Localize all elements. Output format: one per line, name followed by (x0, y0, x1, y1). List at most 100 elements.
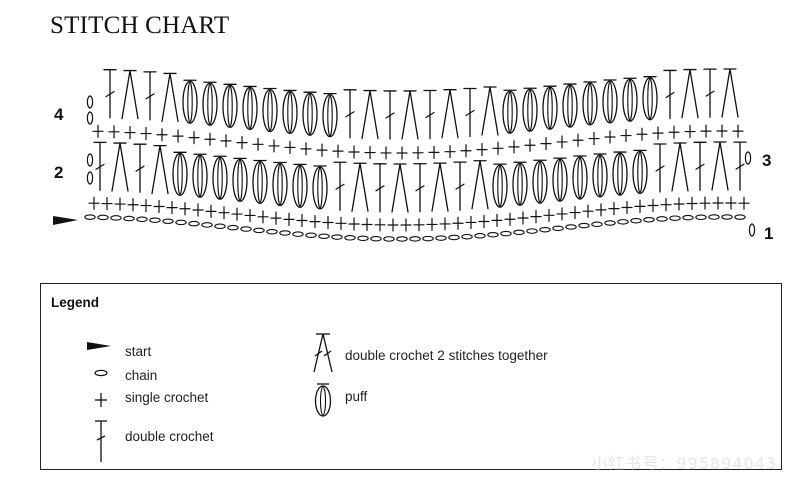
chain-icon (487, 231, 499, 238)
puff-icon (492, 163, 508, 208)
dc2tog-icon (671, 142, 689, 192)
single-crochet-icon (621, 200, 633, 215)
single-crochet-icon (270, 211, 282, 225)
single-crochet-icon (540, 137, 552, 151)
dc2tog-icon (161, 72, 179, 123)
dc2tog-icon (441, 89, 459, 139)
single-crochet-icon (452, 216, 464, 230)
single-crochet-icon (668, 125, 680, 139)
puff-icon (182, 79, 198, 124)
dc2tog-icon (721, 68, 739, 118)
dc2tog-icon (121, 69, 139, 120)
single-crochet-icon (725, 196, 737, 210)
single-crochet-icon (140, 126, 152, 141)
dc2tog-icon (361, 89, 379, 140)
turning-chain-icon (86, 153, 94, 167)
single-crochet-icon (465, 215, 477, 230)
chain-icon (591, 221, 603, 228)
single-crochet-icon (114, 197, 126, 211)
dc2tog-icon (711, 141, 729, 191)
double-crochet-icon (93, 141, 107, 192)
chain-icon (500, 230, 512, 237)
chain-icon (396, 236, 408, 242)
single-crochet-icon (244, 208, 256, 223)
chain-icon (266, 228, 278, 235)
puff-icon (612, 151, 628, 196)
puff-icon (222, 83, 238, 128)
single-crochet-icon (166, 200, 178, 215)
single-crochet-icon (400, 218, 412, 232)
single-crochet-icon (684, 124, 696, 139)
puff-icon (172, 151, 188, 196)
chain-icon (292, 231, 304, 237)
single-crochet-icon (712, 196, 724, 210)
puff-icon (252, 159, 268, 205)
single-crochet-icon (492, 141, 504, 155)
single-crochet-icon (205, 204, 217, 218)
single-crochet-icon (426, 217, 438, 232)
chain-icon (604, 220, 616, 226)
chain-icon (279, 230, 291, 236)
puff-icon (314, 383, 332, 417)
chain-icon (682, 214, 694, 221)
double-crochet-icon (383, 90, 397, 140)
double-crochet-icon (663, 69, 677, 120)
single-crochet-icon (124, 125, 136, 140)
single-crochet-icon (508, 140, 520, 154)
double-crochet-icon (95, 420, 107, 462)
single-crochet-icon (268, 139, 280, 153)
turning-chain-icon (86, 111, 94, 125)
puff-icon (642, 76, 658, 121)
single-crochet-icon (92, 124, 104, 138)
legend-start-label: start (125, 344, 152, 359)
single-crochet-icon (604, 130, 616, 144)
puff-icon (542, 85, 558, 130)
single-crochet-icon (517, 211, 529, 225)
double-crochet-icon (693, 141, 707, 191)
single-crochet-icon (700, 124, 712, 138)
chain-icon (643, 216, 655, 223)
chain-icon (578, 222, 590, 229)
chain-icon (565, 224, 577, 230)
chain-icon (461, 233, 473, 240)
puff-icon (532, 159, 548, 204)
single-crochet-icon (660, 198, 672, 212)
single-crochet-icon (572, 133, 584, 147)
single-crochet-icon (491, 213, 503, 228)
single-crochet-icon (608, 202, 620, 216)
row-number-2: 2 (54, 163, 63, 182)
double-crochet-icon (423, 89, 437, 140)
single-crochet-icon (322, 215, 334, 230)
single-crochet-icon (699, 196, 711, 210)
legend-puff-label: puff (345, 389, 368, 404)
turning-chain-icon (744, 151, 752, 165)
single-crochet-icon (460, 144, 472, 158)
puff-icon (602, 79, 618, 124)
row-number-4: 4 (54, 105, 64, 124)
puff-icon (592, 153, 608, 198)
dc2tog-icon (313, 333, 333, 373)
single-crochet-icon (127, 198, 139, 212)
dc2tog-icon (401, 90, 419, 140)
chain-icon (409, 236, 421, 242)
chain-icon (188, 220, 200, 227)
chain-icon (448, 234, 460, 241)
row-number-3: 3 (762, 151, 771, 170)
single-crochet-icon (716, 124, 728, 138)
single-crochet-icon (636, 127, 648, 141)
chain-icon (721, 214, 733, 220)
chain-icon (123, 215, 135, 222)
puff-icon (192, 153, 208, 198)
row-number-1: 1 (764, 224, 773, 243)
single-crochet-icon (361, 217, 373, 232)
puff-icon (272, 161, 288, 207)
single-crochet-icon (284, 140, 296, 155)
single-crochet-icon (218, 206, 230, 220)
single-crochet-icon (192, 203, 204, 217)
single-crochet-icon (738, 196, 750, 210)
single-crochet-icon (647, 198, 659, 213)
single-crochet-icon (108, 125, 120, 139)
legend-double-crochet-label: double crochet (125, 429, 214, 444)
single-crochet-icon (412, 146, 424, 160)
single-crochet-icon (524, 138, 536, 152)
